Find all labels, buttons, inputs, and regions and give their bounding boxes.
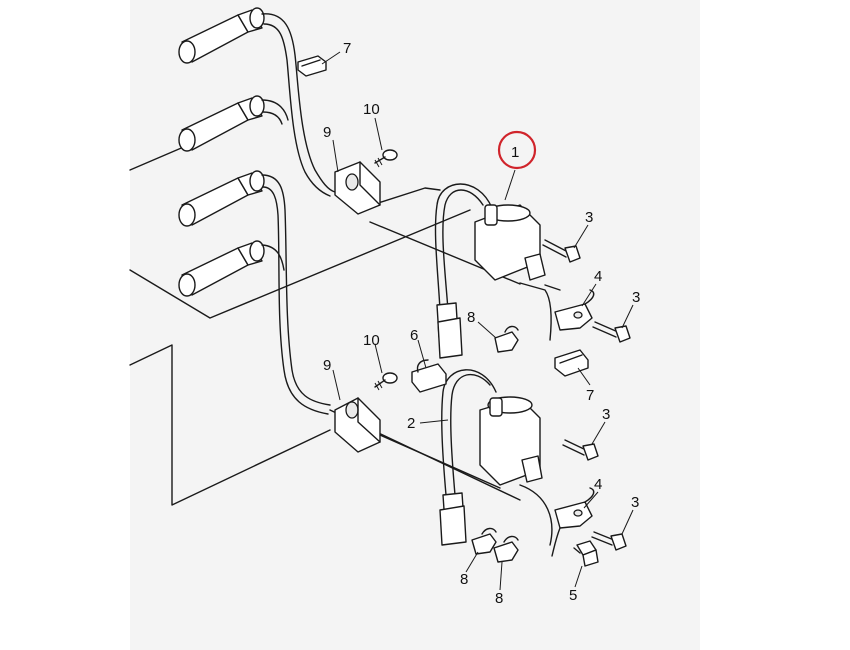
- callout-3d: 3: [631, 494, 639, 511]
- screw-10-lower: [374, 372, 398, 391]
- callout-labels: 7 10 9 1 3 4 3 8 10 6 9 7 2 3 4 3 8 8 5: [323, 40, 640, 607]
- callout-3c: 3: [602, 406, 610, 423]
- leader-lines: [321, 51, 634, 591]
- bracket-upper: [334, 161, 381, 215]
- callout-7-lower: 7: [586, 387, 594, 404]
- ignition-coil-2: [439, 369, 553, 546]
- callout-8-upper: 8: [467, 309, 475, 326]
- spark-plug-cap-2: [178, 95, 289, 152]
- bolt-3b: [592, 321, 631, 343]
- callout-9-upper: 9: [323, 124, 331, 141]
- callout-2: 2: [407, 415, 415, 432]
- screw-10-upper: [374, 149, 398, 168]
- callout-3a: 3: [585, 209, 593, 226]
- bolt-3d: [591, 531, 627, 551]
- spark-plug-cap-4: [178, 240, 285, 297]
- bolt-3c: [562, 439, 599, 461]
- clip-8-right: [493, 535, 519, 563]
- ignition-coil-1: [434, 183, 552, 359]
- callout-7-upper: 7: [343, 40, 351, 57]
- spark-plug-cap-1: [178, 7, 336, 197]
- callout-6: 6: [410, 327, 418, 344]
- callout-5: 5: [569, 587, 577, 604]
- cable-holder-7-upper: [297, 55, 327, 77]
- highlight-circle: [497, 130, 537, 170]
- bolt-3a: [542, 239, 581, 263]
- cable-holder-7-lower: [554, 349, 589, 377]
- clip-8-left: [471, 527, 497, 555]
- clip-6: [411, 359, 447, 393]
- callout-10-lower: 10: [363, 332, 380, 349]
- callout-8-left: 8: [460, 571, 468, 588]
- callout-4-upper: 4: [594, 268, 602, 285]
- clip-8-upper: [494, 325, 519, 353]
- callout-10-upper: 10: [363, 101, 380, 118]
- callout-4-lower: 4: [594, 476, 602, 493]
- clamp-4-lower: [551, 487, 595, 557]
- screw-5: [573, 540, 599, 567]
- bracket-lower: [334, 397, 381, 453]
- clamp-4-upper: [554, 289, 595, 331]
- callout-8-right: 8: [495, 590, 503, 607]
- spark-plug-cap-3: [178, 170, 331, 415]
- callout-3b: 3: [632, 289, 640, 306]
- callout-9-lower: 9: [323, 357, 331, 374]
- callout-1: 1: [511, 144, 519, 161]
